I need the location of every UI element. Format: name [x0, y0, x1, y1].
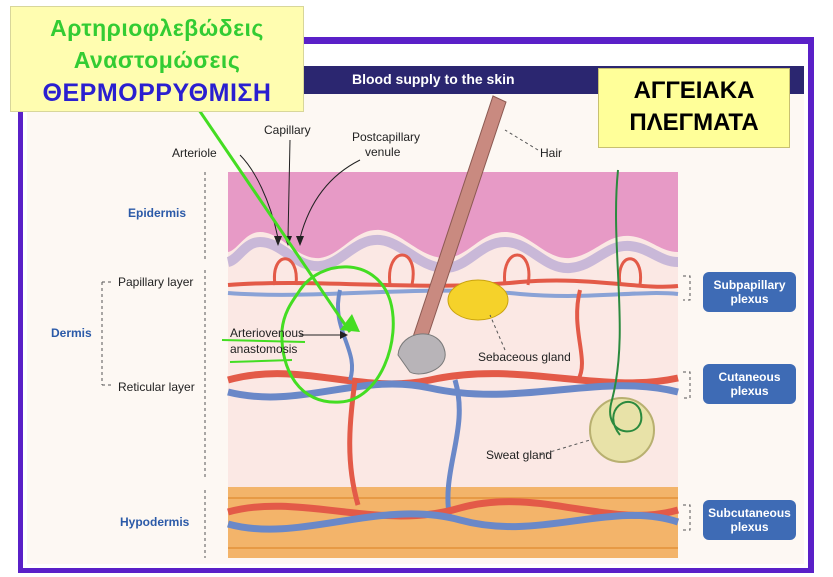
- label-papillary-layer: Papillary layer: [118, 275, 194, 289]
- plexus-annotation-box: ΑΓΓΕΙΑΚΑ ΠΛΕΓΜΑΤΑ: [598, 68, 790, 148]
- label-dermis: Dermis: [51, 326, 92, 340]
- label-sweat-gland: Sweat gland: [486, 448, 553, 462]
- plexus-line-2: ΠΛΕΓΜΑΤΑ: [629, 109, 759, 136]
- label-reticular-layer: Reticular layer: [118, 380, 195, 394]
- sebaceous-gland-shape: [447, 279, 509, 321]
- subcutaneous-label-1: Subcutaneous: [708, 506, 791, 520]
- subcutaneous-vein: [227, 510, 680, 533]
- cutaneous-label-1: Cutaneous: [718, 370, 781, 384]
- label-epidermis: Epidermis: [128, 206, 187, 220]
- cutaneous-vein: [227, 380, 679, 401]
- greek-line-3: ΘΕΡΜΟΡΡΥΘΜΙΣΗ: [42, 79, 272, 107]
- label-anastomosis-1: Arteriovenous: [230, 326, 305, 340]
- subpapillary-label-1: Subpapillary: [713, 278, 786, 292]
- label-sebaceous-gland: Sebaceous gland: [478, 350, 571, 364]
- diagram-title: Blood supply to the skin: [352, 71, 515, 87]
- subpapillary-label-2: plexus: [730, 292, 769, 306]
- subcutaneous-plexus-badge: Subcutaneous plexus: [703, 500, 796, 540]
- frame-bottom-border: [18, 568, 814, 573]
- label-arteriole: Arteriole: [172, 146, 217, 160]
- label-hypodermis: Hypodermis: [120, 515, 190, 529]
- greek-line-1: Αρτηριοφλεβώδεις: [50, 15, 264, 41]
- annotation-circle: [280, 265, 395, 404]
- frame-top-border: [290, 37, 814, 44]
- label-hair: Hair: [540, 146, 563, 160]
- subcutaneous-label-2: plexus: [730, 520, 769, 534]
- hair-follicle: [397, 333, 446, 375]
- label-postcapillary-2: venule: [365, 145, 401, 159]
- subpapillary-plexus-badge: Subpapillary plexus: [703, 272, 796, 312]
- label-capillary: Capillary: [264, 123, 311, 137]
- sweat-duct: [609, 169, 643, 436]
- frame-left-border: [18, 110, 23, 572]
- cutaneous-label-2: plexus: [730, 384, 769, 398]
- capillary-loop: [272, 257, 298, 286]
- plexus-line-1: ΑΓΓΕΙΑΚΑ: [633, 77, 755, 104]
- cutaneous-plexus-badge: Cutaneous plexus: [703, 364, 796, 404]
- greek-line-2: Αναστομώσεις: [73, 47, 241, 73]
- greek-annotation-box: Αρτηριοφλεβώδεις Αναστομώσεις ΘΕΡΜΟΡΡΥΘΜ…: [10, 6, 304, 112]
- frame-right-border: [808, 37, 814, 572]
- label-postcapillary-1: Postcapillary: [352, 130, 421, 144]
- label-anastomosis-2: anastomosis: [230, 342, 298, 356]
- cutaneous-artery: [227, 370, 679, 388]
